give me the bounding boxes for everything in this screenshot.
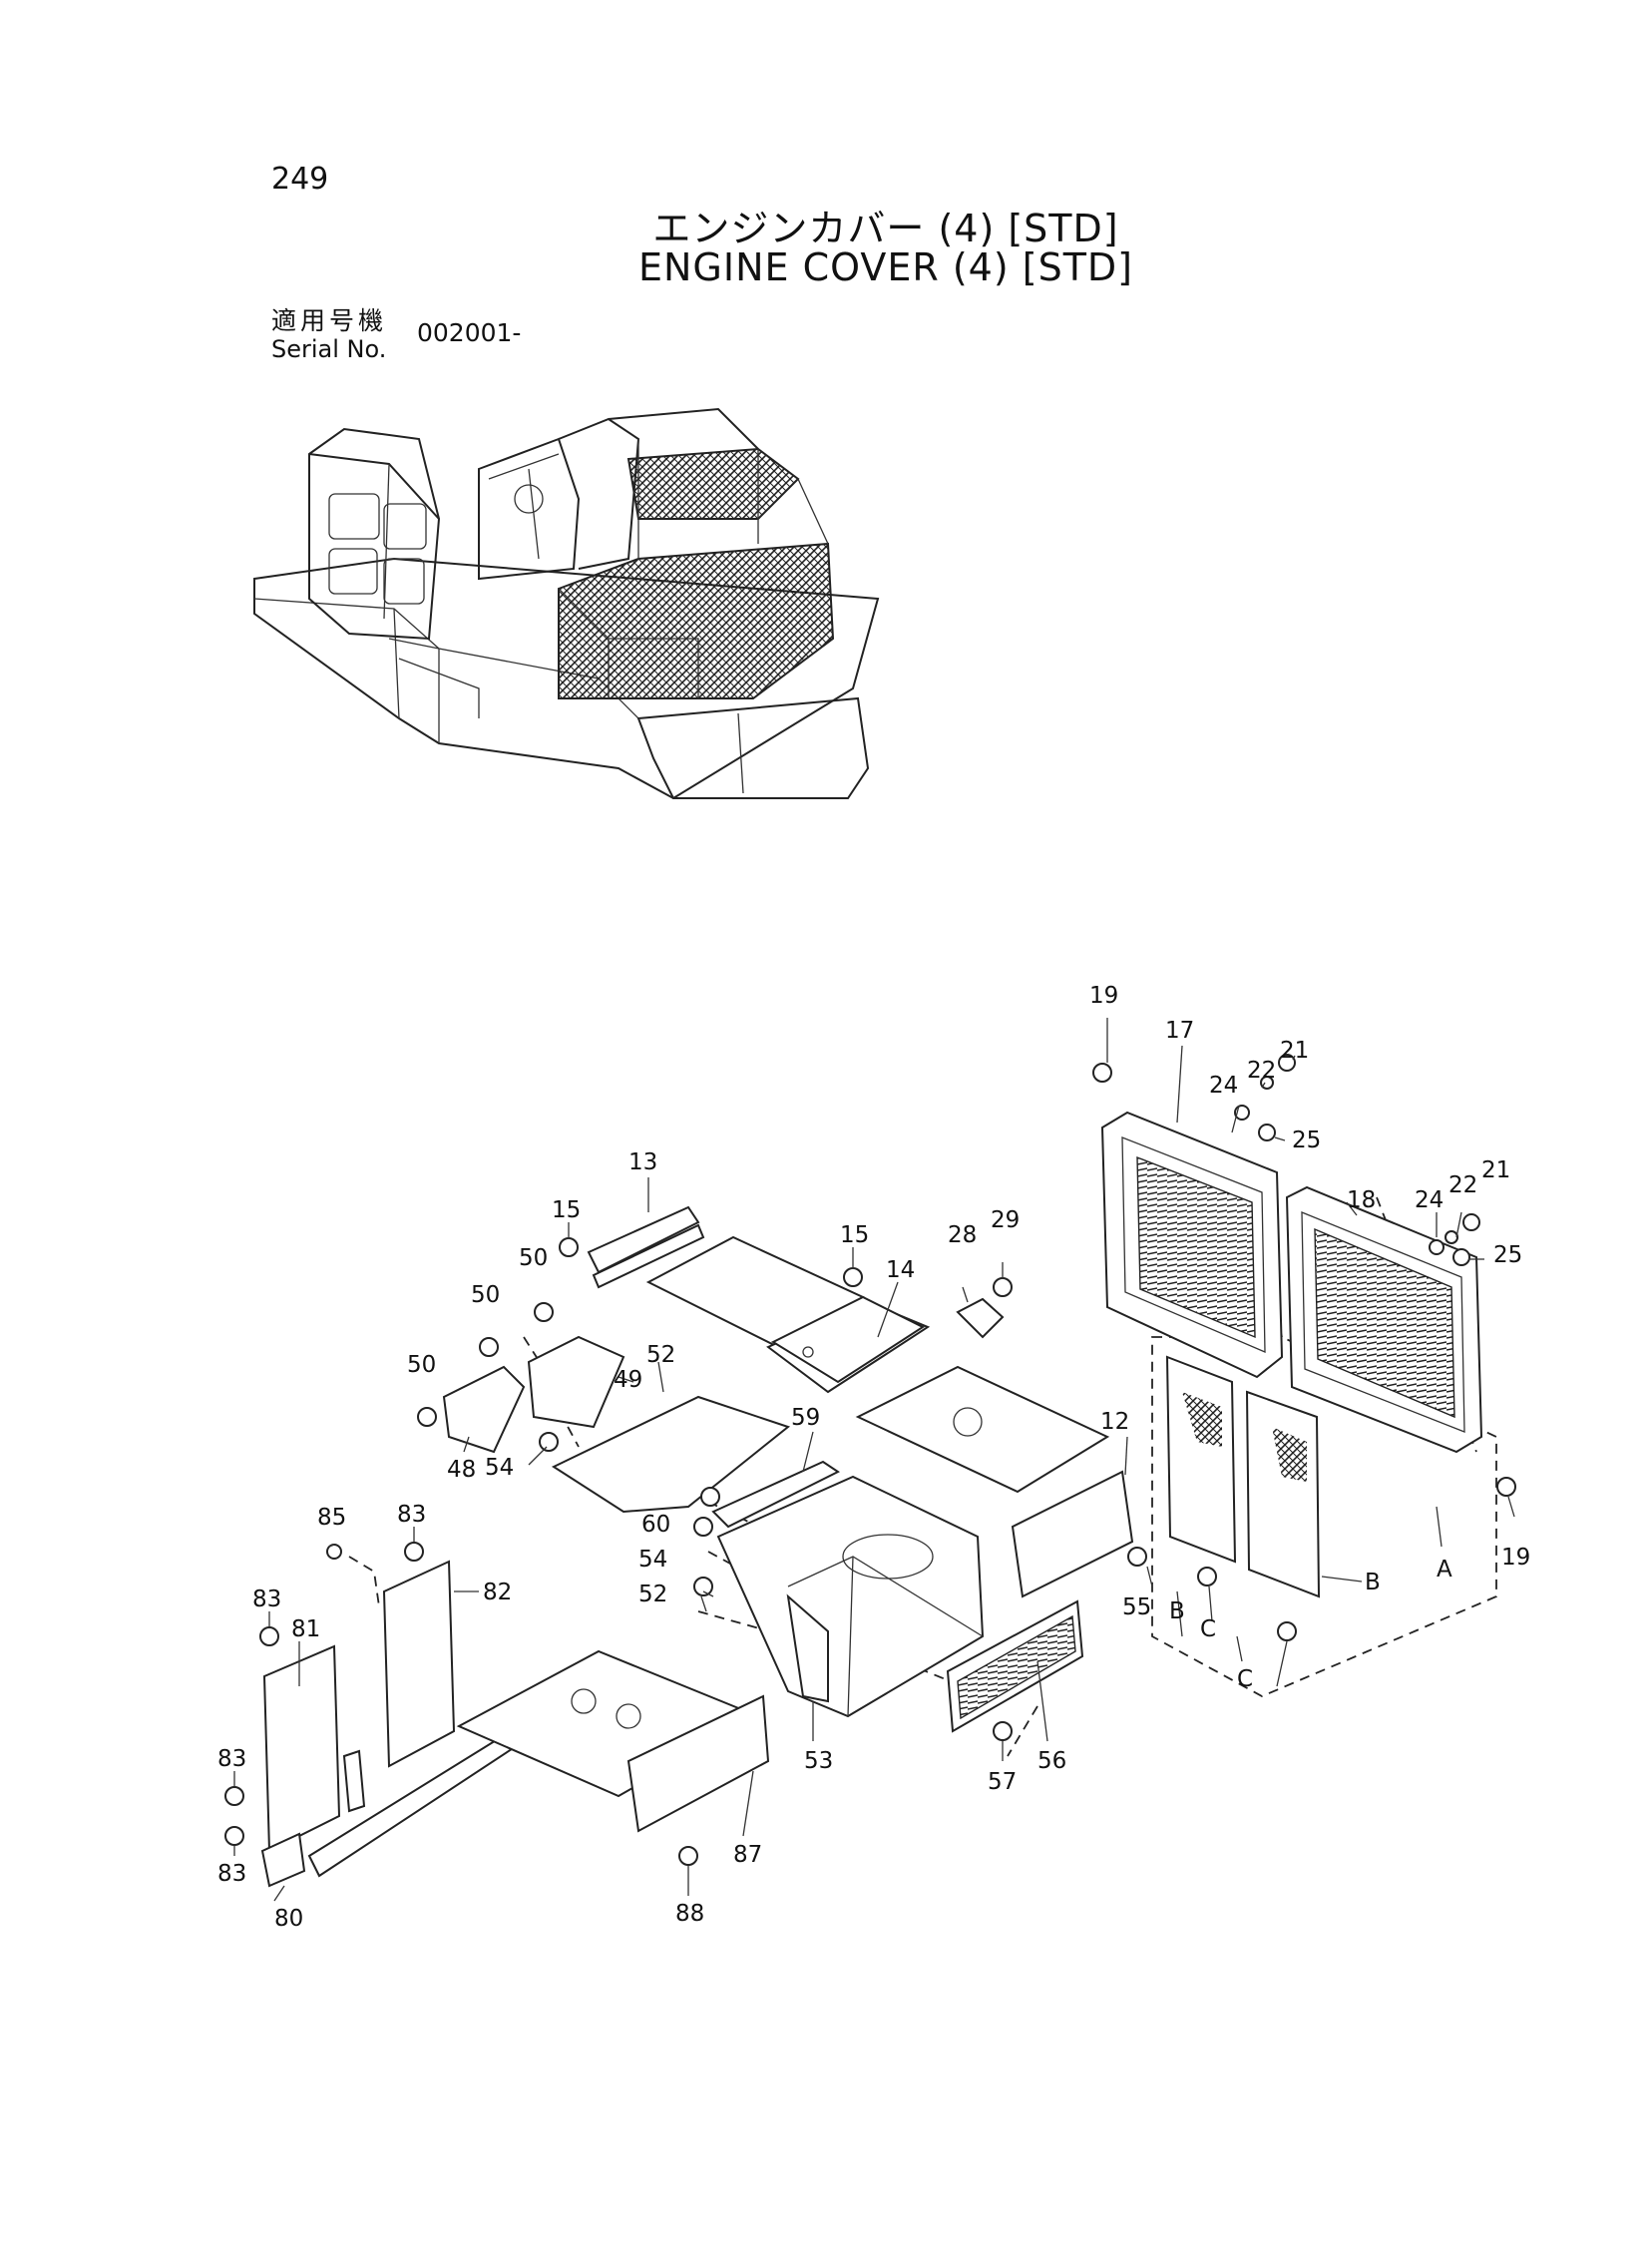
- callout-50: 50: [471, 1282, 500, 1308]
- callout-18: 18: [1347, 1187, 1376, 1213]
- callout-17: 17: [1165, 1018, 1194, 1044]
- callout-24: 24: [1415, 1187, 1444, 1213]
- leader-lines: [233, 1018, 1515, 1902]
- callout-87: 87: [733, 1842, 762, 1868]
- callout-24: 24: [1209, 1073, 1238, 1099]
- callout-C: C: [1237, 1666, 1253, 1692]
- serial-label-japanese: 適用号機: [271, 306, 388, 335]
- callout-48: 48: [447, 1457, 476, 1483]
- callout-53: 53: [804, 1748, 833, 1774]
- callout-52: 52: [646, 1342, 675, 1368]
- machine-overview-illustration: [253, 407, 880, 800]
- callout-B: B: [1169, 1598, 1185, 1624]
- callout-22: 22: [1247, 1058, 1276, 1084]
- callout-14: 14: [886, 1257, 915, 1283]
- callout-13: 13: [628, 1149, 657, 1175]
- serial-number-value: 002001-: [417, 318, 522, 347]
- callout-19: 19: [1501, 1545, 1530, 1571]
- callout-83: 83: [217, 1746, 246, 1772]
- callout-54: 54: [485, 1455, 514, 1481]
- callout-B: B: [1365, 1570, 1381, 1595]
- serial-label-english: Serial No.: [271, 335, 387, 363]
- callout-83: 83: [252, 1586, 281, 1612]
- callout-C: C: [1200, 1616, 1216, 1642]
- callout-labels: 19 17 24 22 21 25 18 24 22 21 25 13 15 1…: [217, 983, 1530, 1932]
- callout-81: 81: [291, 1616, 320, 1642]
- callout-22: 22: [1448, 1172, 1477, 1198]
- callout-50: 50: [519, 1245, 548, 1271]
- callout-15: 15: [840, 1222, 869, 1248]
- callout-83: 83: [217, 1861, 246, 1887]
- callout-59: 59: [791, 1405, 820, 1431]
- callout-25: 25: [1292, 1128, 1321, 1153]
- callout-A: A: [1437, 1557, 1452, 1583]
- callout-80: 80: [274, 1906, 303, 1932]
- callout-56: 56: [1037, 1748, 1066, 1774]
- callout-52: 52: [638, 1582, 667, 1607]
- callout-83: 83: [397, 1502, 426, 1528]
- callout-88: 88: [675, 1901, 704, 1927]
- callout-12: 12: [1100, 1409, 1129, 1435]
- callout-21: 21: [1481, 1157, 1510, 1183]
- callout-60: 60: [641, 1512, 670, 1538]
- title-japanese: エンジンカバー (4) [STD]: [652, 207, 1119, 250]
- callout-28: 28: [948, 1222, 977, 1248]
- callout-55: 55: [1122, 1594, 1151, 1620]
- callout-25: 25: [1493, 1242, 1522, 1268]
- callout-85: 85: [317, 1505, 346, 1531]
- callout-50: 50: [407, 1352, 436, 1378]
- title-english: ENGINE COVER (4) [STD]: [637, 245, 1134, 289]
- callout-49: 49: [614, 1367, 642, 1393]
- callout-19: 19: [1089, 983, 1118, 1009]
- callout-21: 21: [1280, 1038, 1309, 1064]
- page-number: 249: [271, 162, 329, 197]
- part-shapes: [224, 1054, 1516, 1888]
- callout-57: 57: [988, 1769, 1017, 1795]
- callout-15: 15: [552, 1197, 581, 1223]
- callout-29: 29: [991, 1207, 1020, 1233]
- callout-54: 54: [638, 1547, 667, 1573]
- callout-82: 82: [483, 1580, 512, 1605]
